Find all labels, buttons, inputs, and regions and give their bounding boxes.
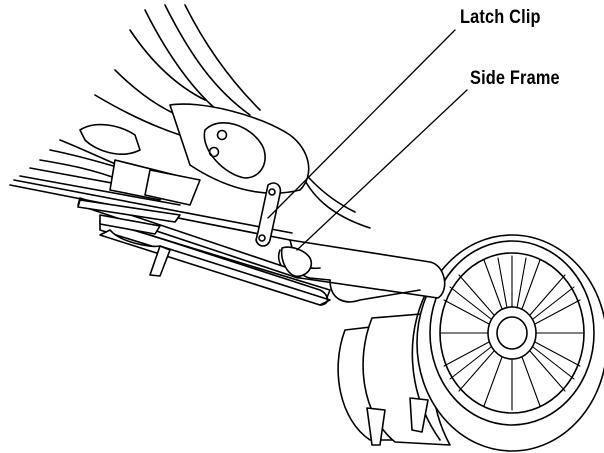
wheel: [337, 234, 604, 452]
side-frame-label: Side Frame: [470, 68, 560, 89]
frame-end-cap: [280, 246, 313, 278]
lower-rails: [77, 197, 331, 306]
callout-leaders: [267, 29, 468, 251]
latch-clip-leader: [267, 29, 456, 219]
latch-clip-label: Latch Clip: [460, 7, 541, 28]
latch-clip: [255, 182, 282, 247]
wheel-spokes: [439, 255, 585, 411]
hinge-bracket: [203, 121, 266, 179]
upper-frame: [9, 4, 371, 241]
side-frame-leader: [296, 89, 468, 251]
